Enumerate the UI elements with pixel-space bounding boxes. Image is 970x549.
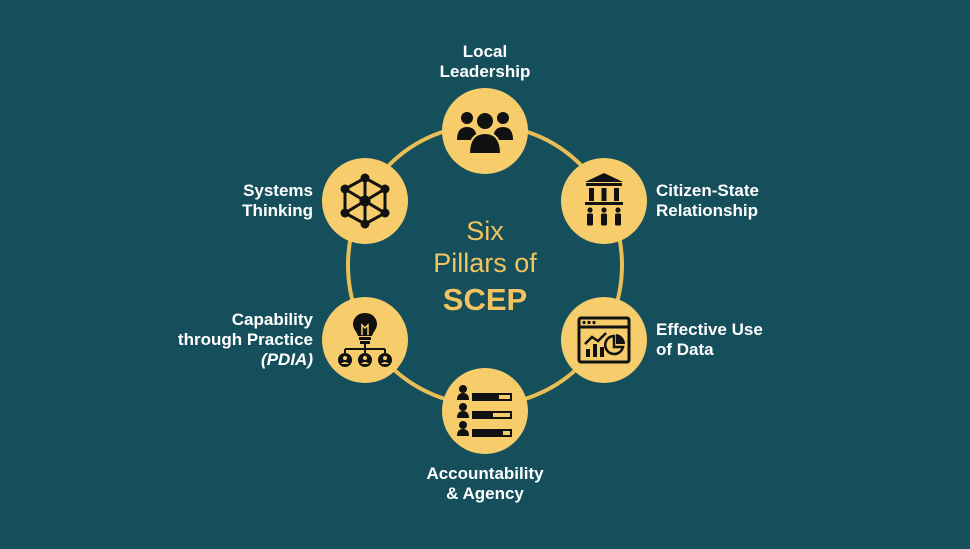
pillar-label-line: Accountability xyxy=(426,464,544,483)
pillar-label-data: Effective Use of Data xyxy=(656,320,763,360)
pillar-label-line: Relationship xyxy=(656,201,759,220)
lightbulb-network-icon xyxy=(338,313,392,367)
group-people-icon xyxy=(457,111,513,155)
center-line-1: Six xyxy=(466,216,504,246)
pillar-label-line: Effective Use xyxy=(656,320,763,339)
pillar-node-capability xyxy=(322,297,408,383)
pillar-node-local-leadership xyxy=(442,88,528,174)
pillar-label-line: Capability xyxy=(231,310,313,329)
pillar-label-line: Leadership xyxy=(439,62,531,81)
pillar-node-citizen-state xyxy=(561,158,647,244)
pillar-label-line: Systems xyxy=(243,181,313,200)
pillar-label-line: Local xyxy=(462,42,508,61)
pillar-label-systems: Systems Thinking xyxy=(200,181,313,221)
pillar-label-local-leadership: Local Leadership xyxy=(431,42,539,82)
pillar-label-citizen-state: Citizen-State Relationship xyxy=(656,181,759,221)
pillar-label-capability: Capability through Practice (PDIA) xyxy=(150,310,313,370)
pillar-node-accountability xyxy=(442,368,528,454)
pillar-label-line: of Data xyxy=(656,340,714,359)
pillar-label-line: Citizen-State xyxy=(656,181,759,200)
pillar-node-systems xyxy=(322,158,408,244)
center-line-2: Pillars of xyxy=(433,248,537,278)
people-progress-bars-icon xyxy=(457,385,512,437)
pillar-node-data xyxy=(561,297,647,383)
network-nodes-icon xyxy=(340,173,390,229)
pillar-label-line: (PDIA) xyxy=(261,350,313,369)
center-line-3: SCEP xyxy=(442,282,528,317)
pillar-label-line: through Practice xyxy=(177,330,313,349)
pillar-label-accountability: Accountability & Agency xyxy=(410,464,560,504)
government-citizens-icon xyxy=(585,173,623,226)
center-title: Six Pillars of SCEP xyxy=(405,215,565,319)
data-dashboard-icon xyxy=(577,316,631,364)
pillar-label-line: Thinking xyxy=(242,201,313,220)
pillar-label-line: & Agency xyxy=(446,484,524,503)
